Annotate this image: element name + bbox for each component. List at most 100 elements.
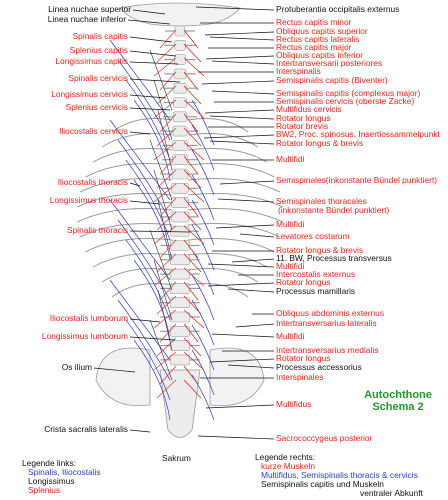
muscle-fiber-red xyxy=(159,239,177,259)
right-label: Multifidi xyxy=(276,154,305,164)
vertebra xyxy=(174,54,186,65)
right-leader-line xyxy=(203,134,275,139)
legend-right-red: kurze Muskeln xyxy=(261,461,315,471)
right-label: Rectus capitis lateralis xyxy=(276,34,360,44)
right-label: Rotator longus xyxy=(276,353,331,363)
right-leader-line xyxy=(209,358,275,363)
muscle-fiber-red xyxy=(183,57,205,77)
muscle-fiber-blue xyxy=(117,299,171,381)
rib-right xyxy=(187,223,281,238)
muscle-fiber-red xyxy=(153,351,177,371)
left-leader-line xyxy=(129,336,176,341)
vertebra xyxy=(173,68,187,80)
legend-left-heading: Legende links: xyxy=(22,458,77,468)
muscle-fiber-red xyxy=(183,225,205,245)
right-label: Semispinalis capitis (Biventer) xyxy=(276,75,388,85)
muscle-fiber-red xyxy=(183,99,205,119)
right-label: Obliquus abdominis externus xyxy=(276,308,385,318)
right-leader-line xyxy=(209,140,275,145)
left-leader-line xyxy=(127,19,171,25)
left-label: Iliocostalis lumborum xyxy=(49,313,128,323)
leader-lines xyxy=(93,6,275,440)
muscle-fibers-red xyxy=(153,29,205,399)
right-label: Intertransversarius medialis xyxy=(276,345,379,355)
rib-right xyxy=(187,193,283,208)
muscle-fiber-blue xyxy=(133,339,171,421)
muscle-fiber-red xyxy=(159,155,177,175)
right-label: Multifidi xyxy=(276,219,305,229)
right-leader-line xyxy=(211,333,275,338)
vertebra xyxy=(173,82,187,94)
muscle-fiber-red xyxy=(183,43,202,63)
muscle-fiber-red xyxy=(156,337,177,357)
muscle-fiber-red xyxy=(183,337,202,357)
right-leader-line xyxy=(204,109,275,114)
left-leader-line xyxy=(129,182,141,187)
muscle-fiber-blue xyxy=(109,199,171,281)
left-leader-line xyxy=(129,429,151,433)
muscle-fiber-blue xyxy=(133,179,171,261)
right-leader-line xyxy=(207,263,275,268)
left-label: Longissimus capitis xyxy=(55,56,128,66)
muscle-fiber-red xyxy=(153,183,177,203)
right-label: Semispinales thoracales xyxy=(276,196,367,206)
right-label: Semispinales(inkonstante Bündel punktier… xyxy=(276,175,438,185)
right-label: Multifidi xyxy=(276,331,305,341)
muscle-fiber-red xyxy=(159,29,177,49)
left-label: Linea nuchae superior xyxy=(48,4,131,14)
right-leader-line xyxy=(197,435,275,440)
left-label: Crista sacralis lateralis xyxy=(44,424,128,434)
left-leader-line xyxy=(129,94,167,99)
muscle-fiber-blue xyxy=(191,324,215,371)
rib-right xyxy=(187,268,259,283)
skull-base xyxy=(119,2,241,27)
muscle-fiber-blue xyxy=(133,259,171,341)
right-leader-line xyxy=(219,180,275,185)
left-leader-line xyxy=(129,50,177,57)
vertebra xyxy=(172,140,188,151)
muscle-fiber-red xyxy=(156,379,177,399)
legend-right-black-1: Semispinalis capitis und Muskeln xyxy=(261,479,384,489)
left-leader-line xyxy=(129,61,179,65)
muscle-fiber-red xyxy=(183,281,199,301)
rib-left xyxy=(85,238,173,253)
rib-right xyxy=(187,133,259,148)
muscle-fiber-red xyxy=(159,365,177,385)
muscle-fiber-blue xyxy=(191,99,215,146)
right-label: Rotator longus & brevis xyxy=(276,245,364,255)
left-leader-line xyxy=(93,367,136,373)
muscle-fiber-red xyxy=(183,211,202,231)
muscle-fiber-red xyxy=(183,113,199,133)
right-label: Interspinales xyxy=(276,372,324,382)
muscle-fiber-blue xyxy=(191,349,215,396)
muscle-fiber-blue xyxy=(109,119,171,201)
muscle-fiber-red xyxy=(156,169,177,189)
vertebra xyxy=(174,25,186,37)
muscle-fiber-red xyxy=(183,365,199,385)
diagram-title: Autochthone Schema 2 xyxy=(350,389,446,413)
legend-left-blue: Spinalis, Iliocostalis xyxy=(28,467,101,477)
rib-right xyxy=(187,253,268,268)
rib-left xyxy=(77,208,173,223)
muscle-fiber-red xyxy=(153,309,177,329)
right-label: Rotator brevis xyxy=(276,121,329,131)
ilium-right xyxy=(209,347,265,407)
muscle-fiber-black xyxy=(153,259,173,321)
right-label: Semispinalis capitis (complexus major) xyxy=(276,88,421,98)
muscle-fiber-red xyxy=(156,253,177,273)
right-label: Multifidi xyxy=(276,261,305,271)
right-leader-line xyxy=(205,404,275,409)
left-label: Spinalis cervicis xyxy=(68,73,128,83)
ilium-left xyxy=(95,347,151,407)
muscle-fiber-red xyxy=(183,183,205,203)
muscle-fiber-red xyxy=(159,281,177,301)
vertebra xyxy=(171,168,189,180)
right-label: Multifidus cervicis xyxy=(276,104,342,114)
right-leader-line xyxy=(211,60,275,65)
muscle-fiber-red xyxy=(183,155,199,175)
muscle-fiber-blue xyxy=(191,299,215,346)
muscle-fiber-red xyxy=(153,141,177,161)
rib-left xyxy=(79,178,173,193)
vertebra xyxy=(171,197,189,208)
title-line-2: Schema 2 xyxy=(372,401,424,413)
